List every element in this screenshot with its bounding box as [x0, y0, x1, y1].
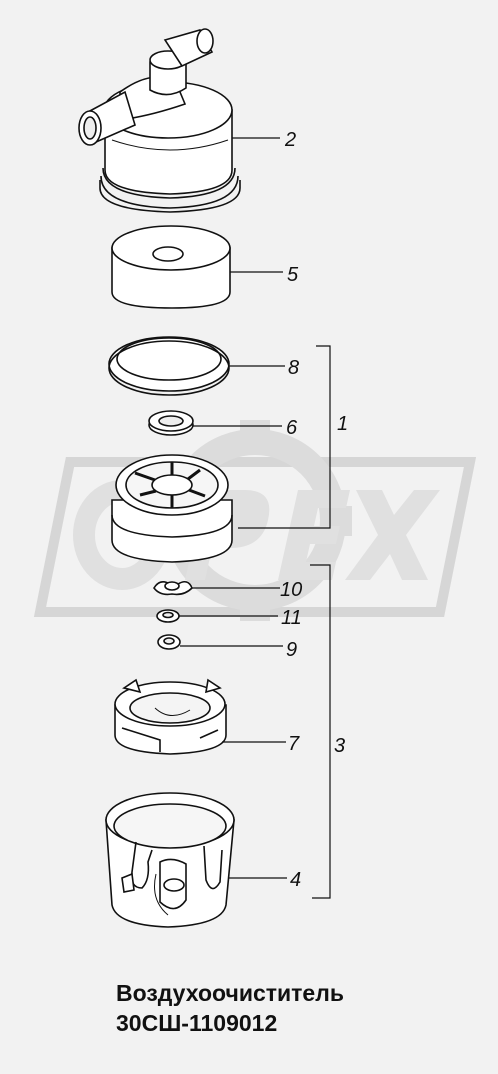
- callout-5: 5: [287, 264, 299, 286]
- callout-4: 4: [290, 869, 301, 891]
- dust-separator-icon: [114, 678, 227, 755]
- caption-part-number: 30СШ-1109012: [116, 1010, 278, 1036]
- leader-lines: [179, 137, 331, 899]
- callout-8: 8: [288, 357, 299, 379]
- callout-2: 2: [284, 129, 296, 151]
- callout-3: 3: [334, 735, 345, 757]
- wing-nut-icon: [153, 580, 193, 596]
- callout-6: 6: [286, 417, 298, 439]
- housing-cover-icon: [78, 28, 241, 213]
- callout-10: 10: [280, 579, 302, 601]
- callout-1: 1: [337, 413, 348, 435]
- housing-bowl-icon: [105, 792, 235, 928]
- small-gasket-icon: [148, 410, 194, 436]
- callout-7: 7: [288, 733, 300, 755]
- callout-9: 9: [286, 639, 297, 661]
- opex-watermark-logo: [33, 420, 477, 621]
- spring-washer-icon: [156, 609, 180, 623]
- diagram-caption: Воздухоочиститель 30СШ-1109012: [116, 978, 344, 1038]
- flat-washer-icon: [157, 634, 181, 650]
- mesh-filter-icon: [111, 454, 233, 563]
- filter-element-icon: [111, 225, 231, 309]
- sealing-ring-icon: [108, 336, 230, 396]
- caption-title: Воздухоочиститель: [116, 980, 344, 1006]
- callout-11: 11: [281, 607, 302, 629]
